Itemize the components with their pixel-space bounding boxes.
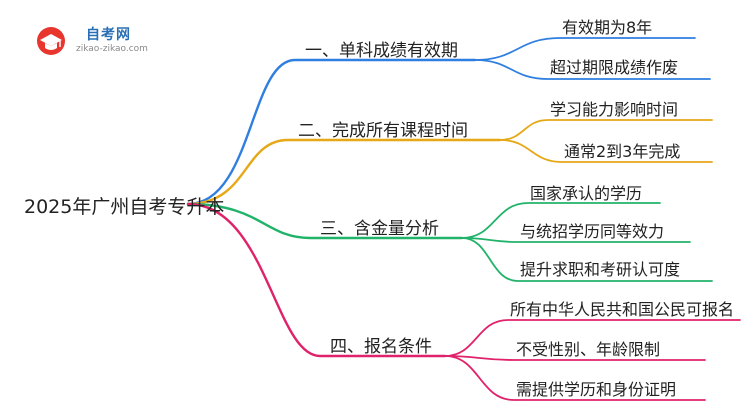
leaf-topic: 不受性别、年龄限制 bbox=[516, 340, 661, 359]
leaf-connector bbox=[461, 237, 691, 243]
leaf-topic: 超过期限成绩作废 bbox=[550, 58, 679, 77]
logo-url: zikao-zikao.com bbox=[76, 44, 148, 54]
leaf-connector bbox=[461, 202, 661, 239]
branch-topic: 二、完成所有课程时间 bbox=[298, 121, 468, 141]
leaf-topic: 通常2到3年完成 bbox=[564, 142, 681, 161]
leaf-connector bbox=[474, 37, 696, 61]
leaf-connector bbox=[499, 139, 713, 163]
branch-topic: 四、报名条件 bbox=[330, 337, 432, 357]
leaf-connector bbox=[444, 355, 706, 361]
branch-topic: 一、单科成绩有效期 bbox=[305, 41, 458, 61]
leaf-connector bbox=[444, 319, 741, 357]
site-logo[interactable]: 自考网 zikao-zikao.com bbox=[30, 20, 170, 64]
leaf-topic: 与统招学历同等效力 bbox=[520, 222, 665, 241]
leaf-topic: 提升求职和考研认可度 bbox=[520, 260, 681, 279]
leaf-topic: 需提供学历和身份证明 bbox=[516, 380, 677, 399]
branch-topic: 三、含金量分析 bbox=[320, 219, 439, 239]
leaf-connector bbox=[474, 59, 711, 80]
leaf-topic: 学习能力影响时间 bbox=[550, 100, 679, 119]
logo-title: 自考网 bbox=[86, 27, 131, 43]
root-topic: 2025年广州自考专升本 bbox=[24, 196, 225, 218]
branch-connector bbox=[186, 202, 464, 240]
branch-connector bbox=[186, 58, 477, 206]
graduation-cap-icon bbox=[37, 27, 65, 55]
leaf-topic: 所有中华人民共和国公民可报名 bbox=[510, 300, 735, 319]
branch-connector bbox=[186, 202, 447, 358]
leaf-topic: 国家承认的学历 bbox=[530, 184, 643, 203]
leaf-topic: 有效期为8年 bbox=[562, 18, 653, 37]
leaf-connector bbox=[499, 119, 713, 141]
leaf-connector bbox=[444, 355, 706, 401]
leaf-connector bbox=[461, 237, 713, 282]
branch-connector bbox=[186, 138, 502, 206]
